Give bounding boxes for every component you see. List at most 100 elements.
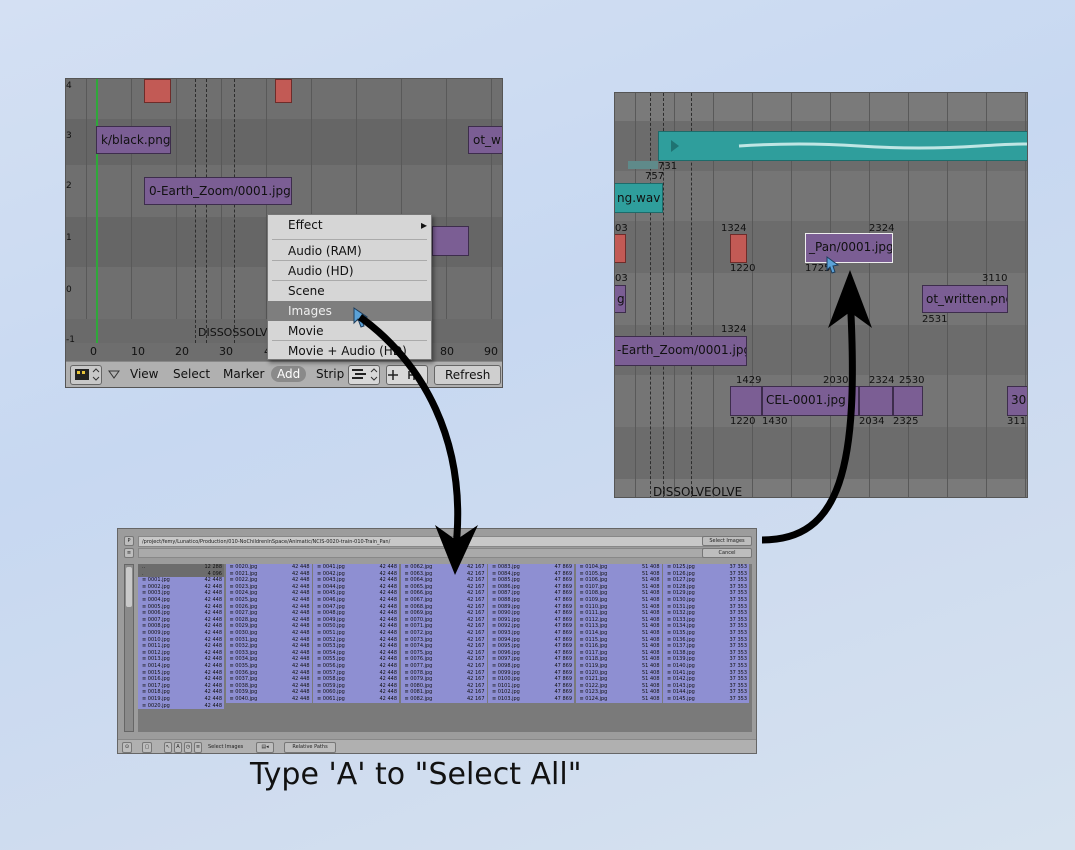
sequence-strip[interactable] bbox=[144, 79, 171, 103]
path-field[interactable]: /project/femy/Lunatico/Production/010-No… bbox=[138, 536, 720, 547]
sequence-strip[interactable] bbox=[275, 79, 292, 103]
image-strip[interactable] bbox=[730, 386, 762, 416]
menu-item-effect[interactable]: Effect ▸ bbox=[268, 215, 431, 235]
sequence-strip[interactable] bbox=[730, 234, 747, 263]
image-strip[interactable] bbox=[859, 386, 893, 416]
filename-field[interactable] bbox=[138, 548, 720, 558]
menu-item-images[interactable]: Images bbox=[268, 301, 431, 321]
image-strip[interactable] bbox=[432, 226, 469, 256]
editor-type-button[interactable] bbox=[70, 365, 102, 385]
menu-view[interactable]: View bbox=[130, 367, 159, 381]
parent-dir-button[interactable]: P bbox=[124, 536, 134, 546]
image-strip-earth-zoom[interactable]: 0-Earth_Zoom/0001.jpg bbox=[144, 177, 292, 205]
image-strip-written[interactable]: ot_written.png bbox=[922, 285, 1008, 313]
menu-add[interactable]: Add bbox=[271, 366, 307, 382]
relative-paths-button[interactable]: Relative Paths bbox=[284, 742, 336, 753]
menu-item-movie-audio[interactable]: Movie + Audio (HD) bbox=[268, 341, 431, 361]
file-scrollbar[interactable] bbox=[124, 564, 134, 732]
cancel-button[interactable]: Cancel bbox=[702, 548, 752, 558]
select-images-button[interactable]: Select Images bbox=[702, 536, 752, 546]
thumbnail-icon[interactable]: ▢ bbox=[142, 742, 152, 753]
image-strip-train-pan[interactable]: _Pan/0001.jpg bbox=[805, 233, 893, 263]
image-strip-written[interactable]: ot_wr bbox=[468, 126, 502, 154]
